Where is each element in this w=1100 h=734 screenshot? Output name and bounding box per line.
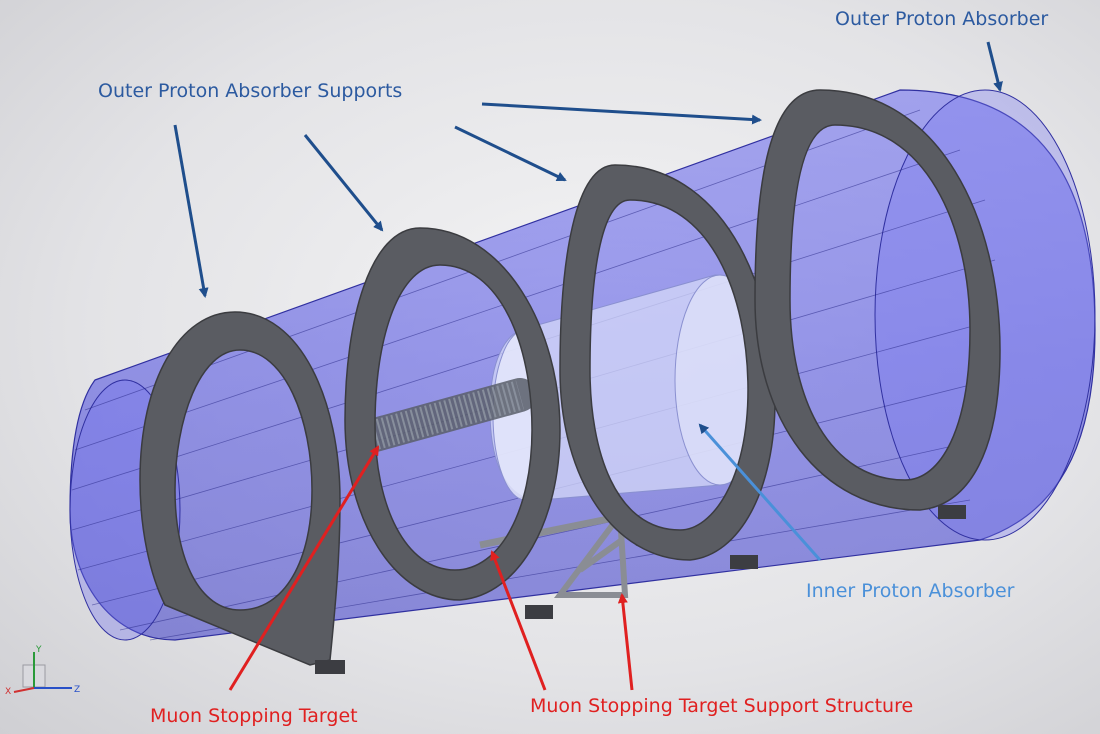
label-outer-absorber-supports: Outer Proton Absorber Supports [98,80,403,102]
outer-absorber-supports [139,89,1001,666]
axis-y-label: Y [35,645,42,655]
muon-stopping-target [358,378,537,452]
target-arrows [228,445,634,691]
label-outer-proton-absorber: Outer Proton Absorber [835,8,1049,30]
label-muon-stopping-target: Muon Stopping Target [150,705,358,727]
label-target-support-structure: Muon Stopping Target Support Structure [530,695,914,717]
inner-absorber-arrow [698,423,822,561]
axis-x-label: X [5,687,11,697]
support-arrows [173,41,1003,298]
support-feet [315,505,966,674]
axis-z-label: Z [74,685,80,695]
axis-triad-icon: Y Z X [5,645,80,697]
label-inner-proton-absorber: Inner Proton Absorber [806,580,1015,602]
